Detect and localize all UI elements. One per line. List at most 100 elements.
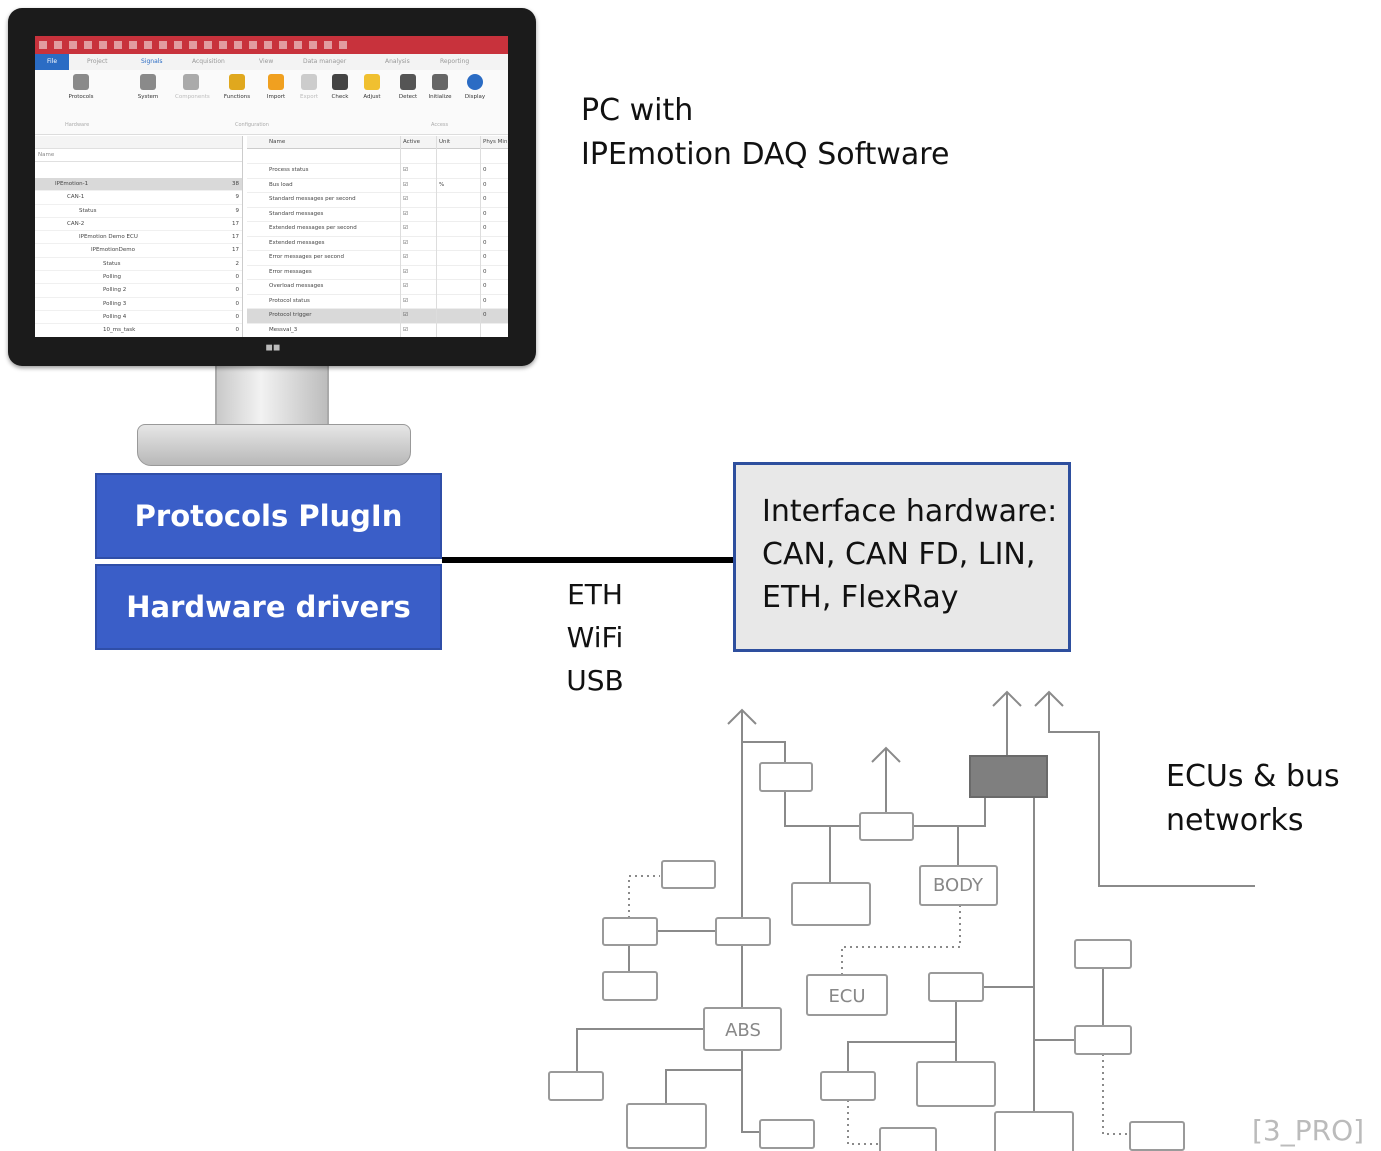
grid-cell-name: Overload messages bbox=[269, 283, 324, 289]
ribbon-display-button[interactable]: Display bbox=[459, 74, 491, 100]
interface-hardware-box: Interface hardware: CAN, CAN FD, LIN, ET… bbox=[733, 462, 1071, 652]
grid-row[interactable]: Standard messages per second☑0 bbox=[247, 193, 508, 208]
ecu-box bbox=[626, 1103, 707, 1149]
grid-row[interactable]: Error messages☑0 bbox=[247, 266, 508, 280]
abs-ecu-box bbox=[703, 1007, 782, 1051]
tree-row-count: 0 bbox=[235, 287, 240, 294]
network-line bbox=[913, 798, 986, 827]
grid-cell-name: Messval_3 bbox=[269, 326, 298, 333]
grid-cell-min: 0 bbox=[483, 196, 487, 202]
group-configuration: Configuration bbox=[235, 122, 269, 128]
grid-row[interactable]: Protocol trigger☑0 bbox=[247, 309, 508, 324]
ecu-box bbox=[715, 917, 771, 946]
active-checkbox[interactable]: ☑ bbox=[403, 297, 408, 304]
ribbon-adjust-button[interactable]: Adjust bbox=[356, 74, 388, 100]
ecus-networks-label: ECUs & bus networks bbox=[1166, 755, 1340, 843]
menu-view[interactable]: View bbox=[259, 58, 274, 65]
ribbon-components-button[interactable]: Components bbox=[175, 74, 210, 100]
ribbon-initialize-button[interactable]: Initialize bbox=[424, 74, 456, 100]
active-checkbox[interactable]: ☑ bbox=[403, 312, 408, 318]
menu-signals[interactable]: Signals bbox=[141, 58, 163, 65]
grid-row[interactable]: Extended messages per second☑0 bbox=[247, 222, 508, 237]
active-checkbox[interactable]: ☑ bbox=[403, 239, 408, 246]
dotted-link bbox=[841, 905, 961, 975]
grid-row[interactable]: Error messages per second☑0 bbox=[247, 251, 508, 266]
grid-row[interactable]: Standard messages☑0 bbox=[247, 208, 508, 222]
grid-row[interactable]: Bus load☑%0 bbox=[247, 179, 508, 193]
menu-data-manager[interactable]: Data manager bbox=[303, 58, 347, 65]
active-checkbox[interactable]: ☑ bbox=[403, 254, 408, 260]
ribbon-export-button[interactable]: Export bbox=[293, 74, 325, 100]
grid-cell-name: Error messages per second bbox=[269, 254, 344, 260]
grid-row[interactable]: Messval_3 ☑ bbox=[247, 324, 508, 338]
tree-row[interactable]: Polling 2 0 bbox=[35, 284, 242, 298]
ecu-box bbox=[602, 971, 658, 1001]
tree-row-label: CAN-1 bbox=[67, 194, 85, 201]
active-checkbox[interactable]: ☑ bbox=[403, 225, 408, 231]
menu-analysis[interactable]: Analysis bbox=[385, 58, 410, 65]
ecu-box bbox=[1074, 939, 1132, 969]
active-checkbox[interactable]: ☑ bbox=[403, 196, 408, 202]
tree-search-header bbox=[35, 136, 242, 149]
menu-acquisition[interactable]: Acquisition bbox=[192, 58, 225, 65]
active-checkbox[interactable]: ☑ bbox=[403, 210, 408, 217]
grid-row[interactable]: Extended messages ☑ 0 bbox=[247, 237, 508, 251]
ecu-box bbox=[1129, 1121, 1185, 1151]
tree-row-label: Status bbox=[79, 207, 97, 214]
ribbon-import-button[interactable]: Import bbox=[260, 74, 292, 100]
monitor-logo: ◼◼ bbox=[265, 343, 281, 353]
grid-cell-name: Protocol status bbox=[269, 297, 310, 304]
tree-row-label: Polling 2 bbox=[103, 287, 127, 294]
ribbon-system-button[interactable]: System bbox=[132, 74, 164, 100]
ribbon-detect-button[interactable]: Detect bbox=[392, 74, 424, 100]
network-line bbox=[784, 791, 860, 827]
ecu-box bbox=[548, 1071, 604, 1101]
active-checkbox[interactable]: ☑ bbox=[403, 326, 408, 333]
network-line bbox=[576, 1028, 742, 1072]
grid-cell-name: Extended messages bbox=[269, 239, 325, 246]
dotted-link bbox=[1102, 1054, 1130, 1135]
grid-row[interactable]: Process status☑0 bbox=[247, 164, 508, 179]
arrow-up-icon bbox=[727, 708, 757, 725]
ribbon-protocols-button[interactable]: Protocols bbox=[65, 74, 97, 100]
arrow-up-icon bbox=[871, 746, 901, 763]
ribbon-functions-button[interactable]: Functions bbox=[221, 74, 253, 100]
ecu-box bbox=[602, 917, 658, 946]
grid-row[interactable]: Overload messages ☑ 0 bbox=[247, 280, 508, 295]
tree-row-count: 2 bbox=[235, 260, 240, 267]
active-checkbox[interactable]: ☑ bbox=[403, 283, 408, 289]
active-checkbox[interactable]: ☑ bbox=[403, 268, 408, 275]
network-line bbox=[1048, 692, 1255, 887]
grid-row[interactable]: Protocol status☑0 bbox=[247, 295, 508, 309]
grid-cell-name: Standard messages bbox=[269, 210, 324, 217]
body-ecu-box bbox=[919, 865, 998, 906]
menu-file[interactable]: File bbox=[35, 54, 69, 70]
grid-cell-name: Protocol trigger bbox=[269, 312, 312, 318]
tree-row-label: IPEmotionDemo bbox=[91, 247, 136, 254]
gateway-ecu-box bbox=[969, 755, 1048, 798]
active-checkbox[interactable]: ☑ bbox=[403, 167, 408, 173]
grid-cell-min: 0 bbox=[483, 283, 487, 289]
tree-row-label: CAN-2 bbox=[67, 220, 85, 227]
reference-tag: [3_PRO] bbox=[1252, 1114, 1365, 1147]
menu-reporting[interactable]: Reporting bbox=[440, 58, 470, 65]
ribbon-check-button[interactable]: Check bbox=[324, 74, 356, 100]
tree-row-label: IPEmotion-1 bbox=[55, 181, 89, 187]
active-checkbox[interactable]: ☑ bbox=[403, 181, 408, 188]
menu-project[interactable]: Project bbox=[87, 58, 108, 65]
ecu-box bbox=[820, 1071, 876, 1101]
ipemotion-screenshot: File Project Signals Acquisition View Da… bbox=[35, 36, 508, 337]
grid-cell-min: 0 bbox=[483, 239, 487, 246]
